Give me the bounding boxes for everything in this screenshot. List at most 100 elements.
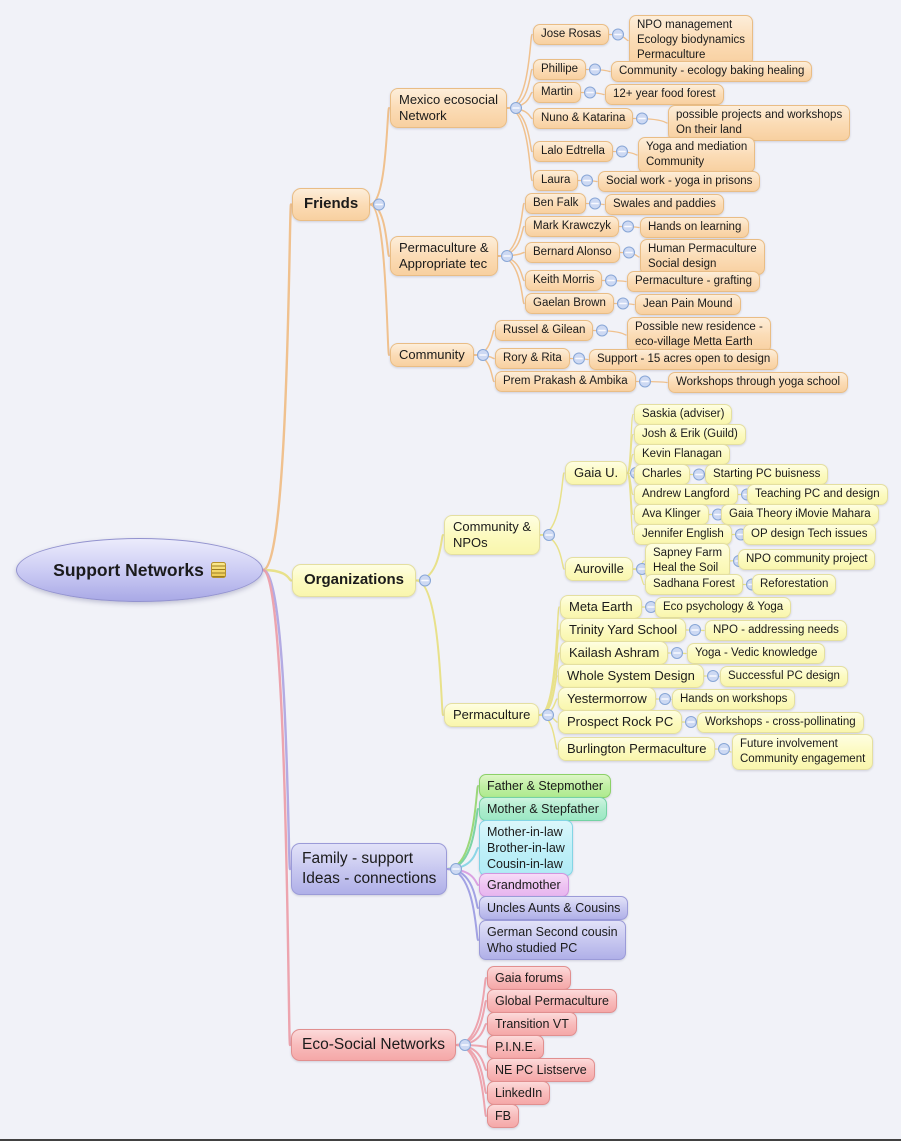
collapse-button-phillipe[interactable] [589,63,601,76]
node-ava-klinger-note[interactable]: Gaia Theory iMovie Mahara [721,504,879,525]
node-nuno-katarina[interactable]: Nuno & Katarina [533,108,634,129]
node-nuno-katarina-note[interactable]: possible projects and workshops On their… [668,105,851,141]
node-permaculture-org[interactable]: Permaculture [444,703,540,727]
node-martin-note[interactable]: 12+ year food forest [605,84,724,105]
node-laura[interactable]: Laura [533,170,579,191]
node-sapney-farm[interactable]: Sapney Farm Heal the Soil [645,543,731,579]
collapse-button-ben-falk[interactable] [589,197,601,210]
node-organizations[interactable]: Organizations [292,564,417,597]
node-meta-earth-note[interactable]: Eco psychology & Yoga [655,597,792,618]
node-linkedin[interactable]: LinkedIn [487,1081,551,1105]
node-charles-note[interactable]: Starting PC buisness [705,464,829,485]
node-burlington-pc[interactable]: Burlington Permaculture [558,737,716,761]
node-ben-falk[interactable]: Ben Falk [525,193,587,214]
node-mother-stepfather[interactable]: Mother & Stepfather [479,797,607,821]
node-trinity-yard[interactable]: Trinity Yard School [560,618,687,642]
node-father-stepmother[interactable]: Father & Stepmother [479,774,612,798]
node-jennifer-english-note[interactable]: OP design Tech issues [743,524,876,545]
node-transition-vt[interactable]: Transition VT [487,1012,577,1036]
node-german-cousin[interactable]: German Second cousin Who studied PC [479,920,626,960]
node-prospect-rock[interactable]: Prospect Rock PC [558,710,683,734]
collapse-button-keith-morris[interactable] [605,274,617,287]
node-charles[interactable]: Charles [634,464,690,485]
node-family[interactable]: Family - support Ideas - connections [291,843,448,896]
collapse-button-gaelan-brown[interactable] [617,297,629,310]
node-josh-erik[interactable]: Josh & Erik (Guild) [634,424,746,445]
collapse-button-prem-prakash[interactable] [639,375,651,388]
node-trinity-yard-note[interactable]: NPO - addressing needs [705,620,847,641]
node-fb[interactable]: FB [487,1104,519,1128]
node-gaia-forums[interactable]: Gaia forums [487,966,572,990]
node-saskia[interactable]: Saskia (adviser) [634,404,733,425]
node-mark-krawczyk[interactable]: Mark Krawczyk [525,216,619,237]
collapse-button-rory-rita[interactable] [573,352,585,365]
collapse-button-eco-social[interactable] [459,1039,471,1051]
node-keith-morris-note[interactable]: Permaculture - grafting [627,271,760,292]
collapse-button-whole-system-design[interactable] [707,670,719,682]
node-phillipe[interactable]: Phillipe [533,59,587,80]
node-sapney-farm-note[interactable]: NPO community project [738,549,876,570]
node-in-laws[interactable]: Mother-in-law Brother-in-law Cousin-in-l… [479,820,573,876]
node-keith-morris[interactable]: Keith Morris [525,270,603,291]
collapse-button-yestermorrow[interactable] [659,693,671,705]
node-jose-rosas-note[interactable]: NPO management Ecology biodynamics Perma… [629,15,754,66]
node-uncles-aunts-cousins[interactable]: Uncles Aunts & Cousins [479,896,629,920]
collapse-button-friends[interactable] [373,198,385,211]
collapse-button-organizations[interactable] [419,574,431,587]
node-bernard-alonso-note[interactable]: Human Permaculture Social design [640,239,765,275]
collapse-button-trinity-yard[interactable] [689,624,701,636]
node-whole-system-design-note[interactable]: Successful PC design [720,666,848,687]
node-prem-prakash-note[interactable]: Workshops through yoga school [668,372,849,393]
collapse-button-burlington-pc[interactable] [718,743,730,755]
node-russel-gilean-note[interactable]: Possible new residence - eco-village Met… [627,317,771,353]
node-laura-note[interactable]: Social work - yoga in prisons [598,171,761,192]
collapse-button-laura[interactable] [581,174,593,187]
collapse-button-lalo-edtrella[interactable] [616,145,628,158]
collapse-button-charles[interactable] [693,468,705,481]
node-community-npos[interactable]: Community & NPOs [444,515,541,555]
node-mark-krawczyk-note[interactable]: Hands on learning [640,217,750,238]
node-friends[interactable]: Friends [292,188,371,221]
node-grandmother[interactable]: Grandmother [479,873,569,897]
node-andrew-langford-note[interactable]: Teaching PC and design [747,484,888,505]
collapse-button-jose-rosas[interactable] [612,28,624,41]
node-meta-earth[interactable]: Meta Earth [560,595,642,619]
node-permaculture-tec[interactable]: Permaculture & Appropriate tec [390,236,498,276]
node-rory-rita[interactable]: Rory & Rita [495,348,570,369]
node-russel-gilean[interactable]: Russel & Gilean [495,320,594,341]
collapse-button-kailash-ashram[interactable] [671,647,683,659]
node-auroville[interactable]: Auroville [565,557,633,581]
node-lalo-edtrella[interactable]: Lalo Edtrella [533,141,613,162]
node-gaelan-brown-note[interactable]: Jean Pain Mound [635,294,741,315]
node-gaelan-brown[interactable]: Gaelan Brown [525,293,614,314]
collapse-button-permaculture-tec[interactable] [501,250,513,262]
node-sadhana-forest[interactable]: Sadhana Forest [645,574,743,595]
collapse-button-permaculture-org[interactable] [542,709,554,721]
node-ne-pc-listserve[interactable]: NE PC Listserve [487,1058,595,1082]
node-phillipe-note[interactable]: Community - ecology baking healing [611,61,813,82]
node-eco-social[interactable]: Eco-Social Networks [291,1029,456,1062]
collapse-button-nuno-katarina[interactable] [636,112,648,125]
node-gaia-u[interactable]: Gaia U. [565,461,628,485]
node-burlington-pc-note[interactable]: Future involvement Community engagement [732,734,874,770]
node-kailash-ashram[interactable]: Kailash Ashram [560,641,669,665]
collapse-button-community-npos[interactable] [543,529,555,541]
collapse-button-family[interactable] [450,863,462,875]
node-prospect-rock-note[interactable]: Workshops - cross-pollinating [697,712,864,733]
node-community[interactable]: Community [390,343,474,367]
node-ava-klinger[interactable]: Ava Klinger [634,504,709,525]
collapse-button-mark-krawczyk[interactable] [622,220,634,233]
node-andrew-langford[interactable]: Andrew Langford [634,484,738,505]
node-kevin-flanagan[interactable]: Kevin Flanagan [634,444,730,465]
node-lalo-edtrella-note[interactable]: Yoga and mediation Community [638,137,756,173]
node-rory-rita-note[interactable]: Support - 15 acres open to design [589,349,779,370]
node-sadhana-forest-note[interactable]: Reforestation [752,574,837,595]
node-prem-prakash[interactable]: Prem Prakash & Ambika [495,371,636,392]
collapse-button-community[interactable] [477,349,489,361]
collapse-button-mexico-ecosocial-network[interactable] [510,102,522,114]
node-ben-falk-note[interactable]: Swales and paddies [605,194,724,215]
node-whole-system-design[interactable]: Whole System Design [558,664,704,688]
node-mexico-ecosocial-network[interactable]: Mexico ecosocial Network [390,88,507,128]
collapse-button-prospect-rock[interactable] [685,716,697,728]
